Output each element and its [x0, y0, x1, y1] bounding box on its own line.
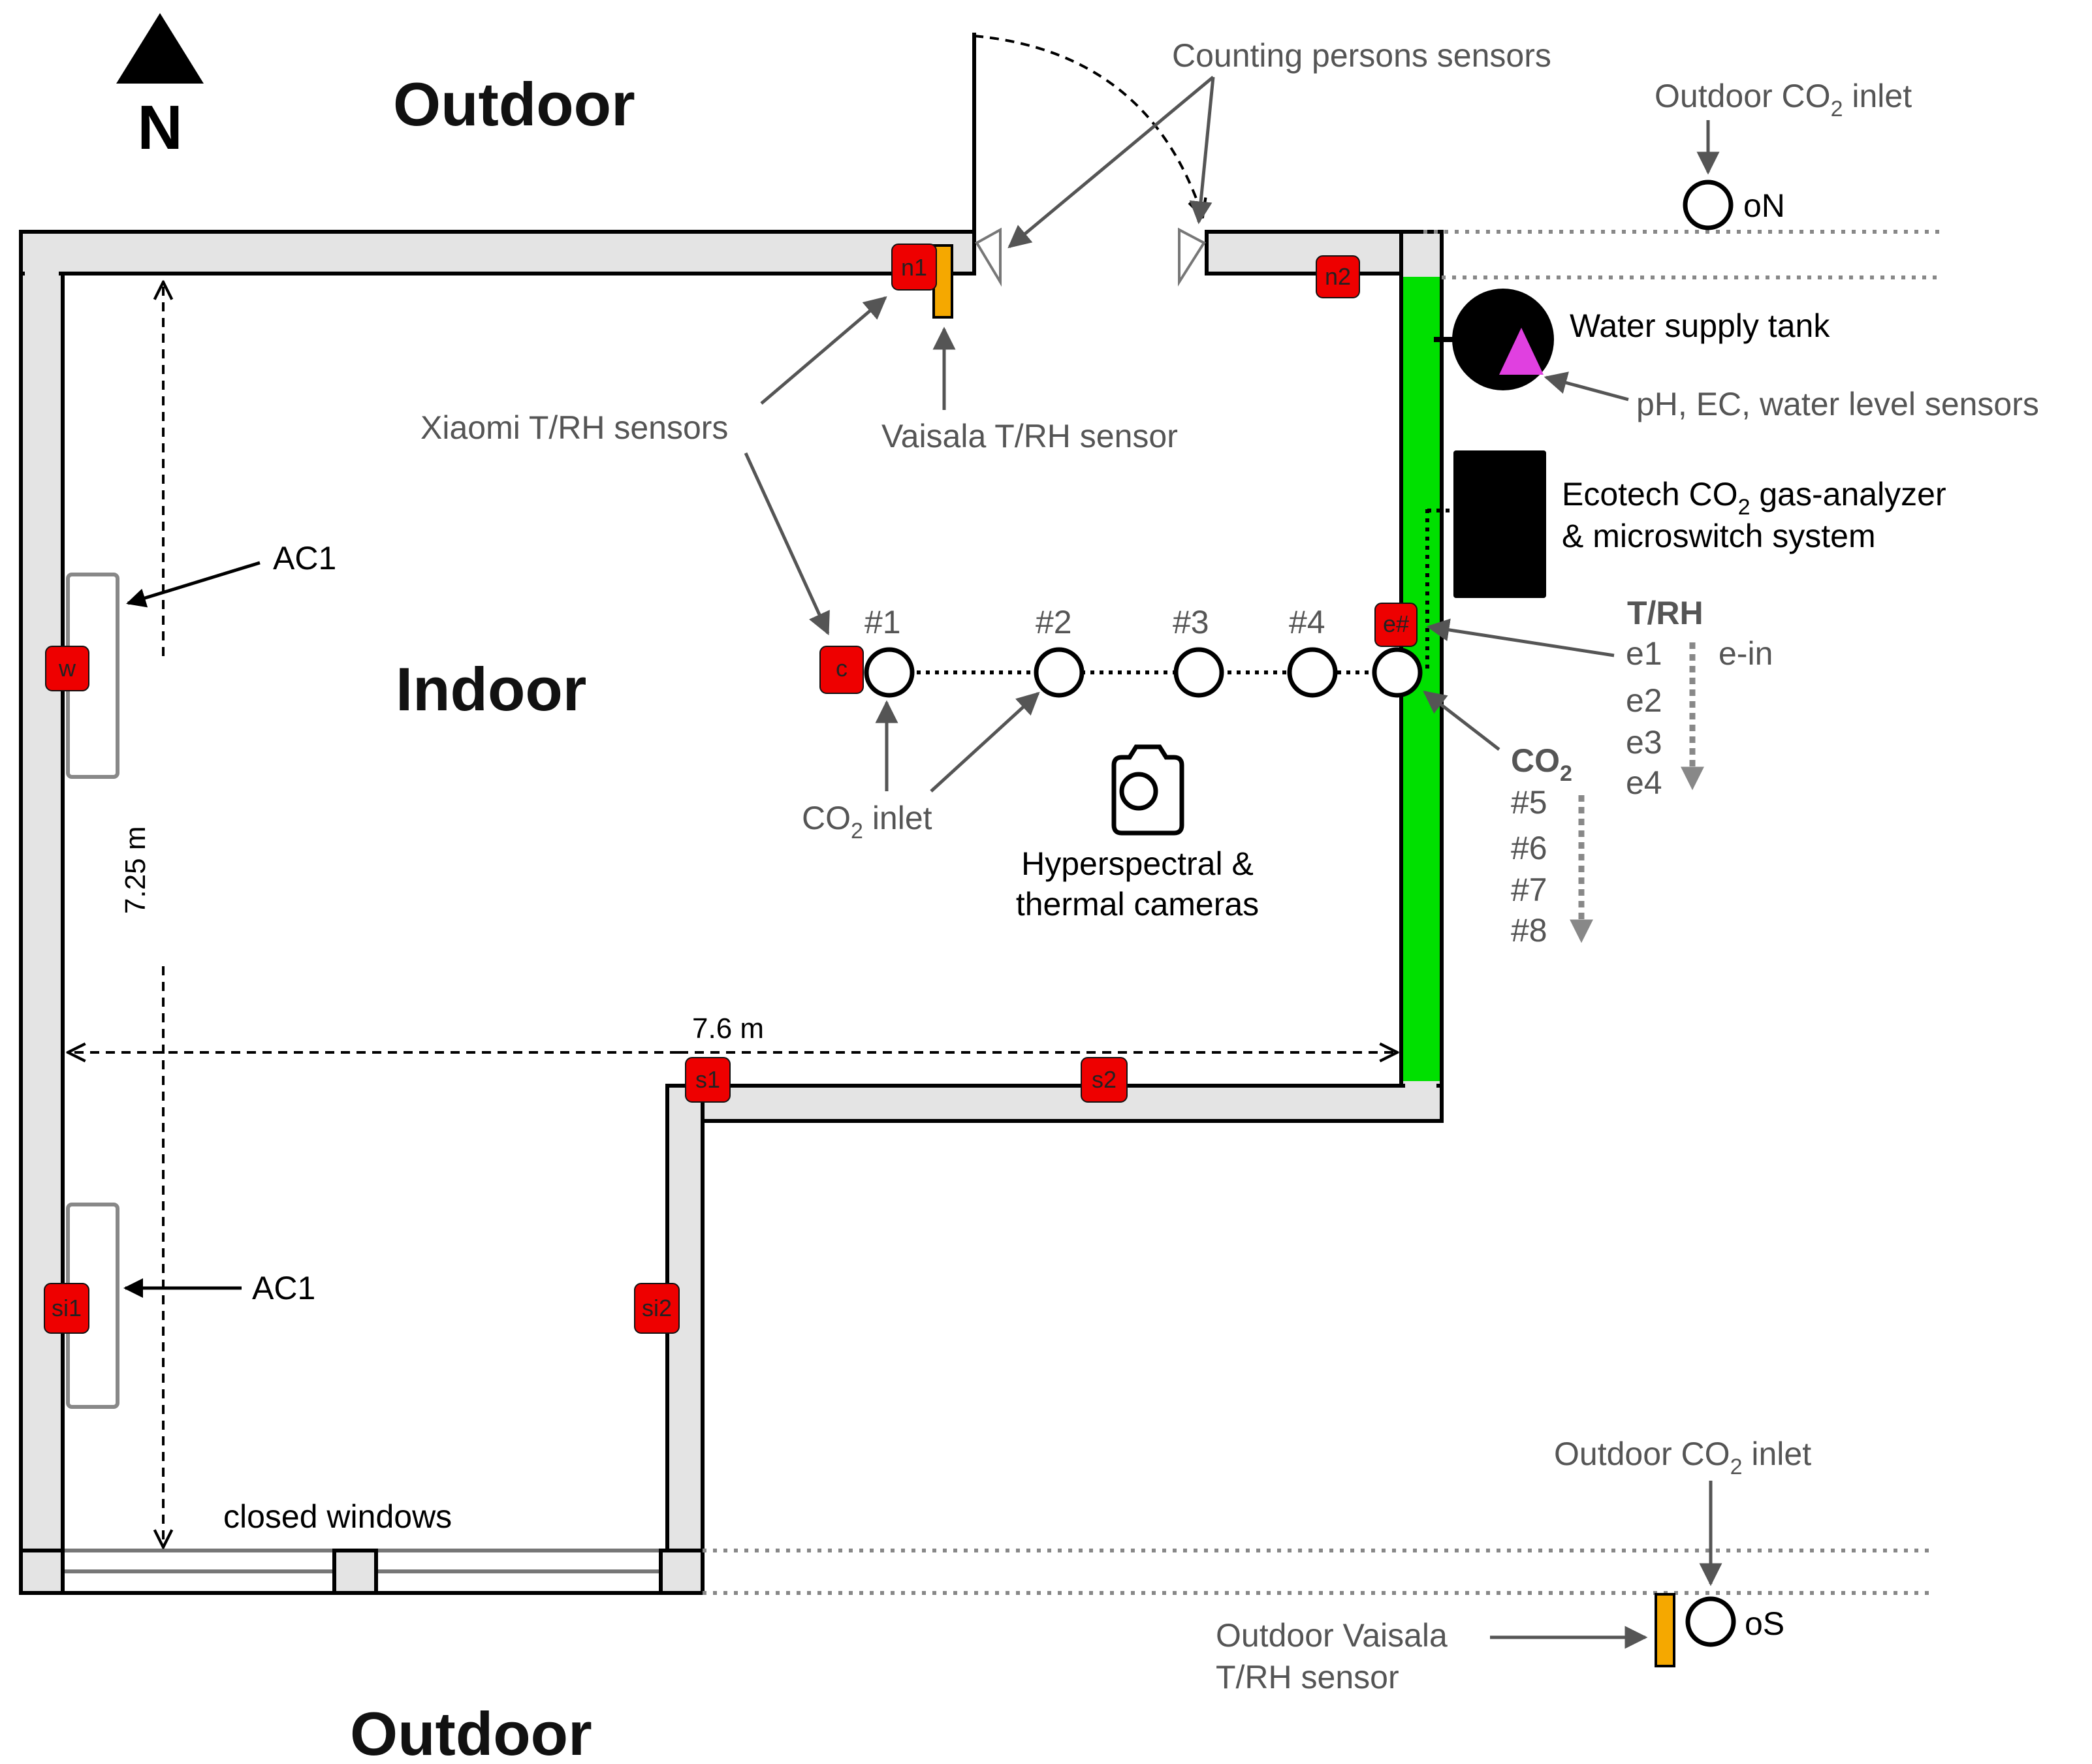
co2-item-5: #5	[1511, 784, 1547, 821]
ecotech-label-line1: Ecotech CO2 gas-analyzer	[1562, 476, 1946, 520]
north-indicator: N	[116, 13, 204, 163]
counting-sensor-right-icon	[1178, 227, 1206, 287]
trh-item-e4: e4	[1626, 764, 1662, 801]
co2-point-3: #3	[1173, 604, 1209, 640]
water-tank-label: Water supply tank	[1570, 307, 1830, 344]
zone-indoor: Indoor	[396, 655, 586, 723]
ac1-bottom-label: AC1	[252, 1270, 315, 1306]
vaisala-label: Vaisala T/RH sensor	[881, 418, 1178, 454]
water-sensor-triangle-icon	[1499, 328, 1544, 375]
vaisala-sensor-outdoor	[1655, 1593, 1675, 1667]
co2-inlet-east	[1372, 647, 1423, 698]
co2-item-8: #8	[1511, 912, 1547, 949]
sensor-tag-s2: s2	[1081, 1057, 1128, 1103]
cameras-label-line2: thermal cameras	[1016, 886, 1259, 922]
zone-outdoor-north: Outdoor	[393, 70, 635, 138]
counting-sensors-label: Counting persons sensors	[1172, 37, 1551, 74]
outdoor-inlet-north-label: Outdoor CO2 inlet	[1655, 78, 1912, 121]
trh-item-e2: e2	[1626, 682, 1662, 719]
trh-item-e-in: e-in	[1719, 635, 1773, 672]
co2-point-1: #1	[864, 604, 901, 640]
trh-list-title: T/RH	[1627, 595, 1704, 631]
outdoor-vaisala-label-line1: Outdoor Vaisala	[1216, 1617, 1448, 1654]
svg-text:s1: s1	[695, 1066, 720, 1093]
ph-sensors-label: pH, EC, water level sensors	[1636, 386, 2039, 422]
outdoor-vaisala-label-line2: T/RH sensor	[1216, 1659, 1399, 1695]
outdoor-inlet-south-tag: oS	[1745, 1605, 1784, 1642]
xiaomi-label: Xiaomi T/RH sensors	[420, 409, 728, 446]
dimension-height-label: 7.25 m	[119, 826, 151, 914]
outdoor-inlet-south-label: Outdoor CO2 inlet	[1554, 1436, 1811, 1479]
sensor-tag-e: e#	[1374, 603, 1418, 647]
co2-inlet-label: CO2 inlet	[802, 800, 932, 843]
trh-item-e3: e3	[1626, 724, 1662, 761]
co2-point-4: #4	[1289, 604, 1325, 640]
zone-outdoor-south: Outdoor	[350, 1699, 592, 1764]
north-arrow-icon	[116, 13, 204, 84]
svg-text:w: w	[58, 655, 76, 682]
closed-windows-label: closed windows	[223, 1498, 452, 1535]
trh-item-e1: e1	[1626, 635, 1662, 672]
sensor-tag-n2: n2	[1316, 255, 1360, 298]
svg-text:n2: n2	[1325, 263, 1351, 290]
water-tank-icon	[1452, 289, 1554, 390]
svg-text:s2: s2	[1092, 1066, 1117, 1093]
co2-inlet-1	[864, 647, 915, 698]
sensor-tag-w: w	[45, 646, 89, 691]
sensor-tag-c: c	[819, 646, 864, 694]
svg-text:c: c	[836, 655, 848, 682]
co2-item-6: #6	[1511, 830, 1547, 866]
co2-inlet-2	[1034, 647, 1085, 698]
co2-point-2: #2	[1036, 604, 1072, 640]
sensor-tag-si1: si1	[44, 1283, 89, 1334]
svg-text:si1: si1	[52, 1295, 82, 1321]
outdoor-inlet-north-tag: oN	[1743, 187, 1785, 224]
ecotech-label-line2: & microswitch system	[1562, 518, 1876, 554]
cameras-label-line1: Hyperspectral &	[1021, 845, 1254, 882]
sensor-tag-si2: si2	[634, 1283, 680, 1334]
co2-list-title: CO2	[1511, 742, 1572, 786]
north-label: N	[137, 93, 182, 163]
counting-sensor-left-icon	[975, 227, 1002, 287]
co2-inlet-4	[1287, 647, 1338, 698]
ecotech-analyzer-box	[1453, 450, 1546, 598]
outdoor-inlet-north	[1683, 180, 1734, 230]
ac1-top-label: AC1	[273, 540, 336, 576]
dimension-width-label: 7.6 m	[692, 1013, 764, 1045]
co2-item-7: #7	[1511, 872, 1547, 908]
svg-text:n1: n1	[901, 254, 927, 281]
entrance-door	[972, 33, 1206, 287]
camera-icon	[1111, 744, 1184, 836]
outdoor-inlet-south	[1685, 1596, 1736, 1647]
svg-text:si2: si2	[642, 1295, 672, 1321]
co2-inlet-3	[1173, 647, 1224, 698]
closed-windows	[19, 1549, 705, 1595]
sensor-tag-s1: s1	[685, 1057, 731, 1103]
sensor-tag-n1: n1	[891, 244, 937, 291]
svg-text:e#: e#	[1383, 610, 1409, 637]
